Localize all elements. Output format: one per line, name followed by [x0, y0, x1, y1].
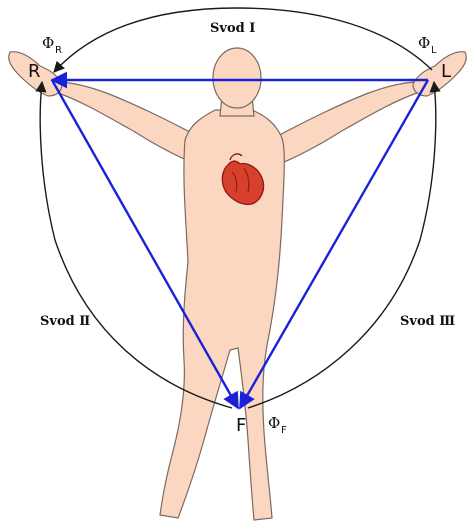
- human-body: [8, 47, 467, 521]
- lead-1-arc: [53, 7, 433, 73]
- lead-3-arc: [247, 80, 441, 409]
- lead-2-arc: [35, 80, 233, 409]
- lead-2-label: Svod Ⅱ: [40, 314, 90, 329]
- head: [212, 47, 262, 109]
- triangle-left-side: [50, 79, 240, 410]
- triangle-right-side: [238, 79, 430, 410]
- lead-1-label: Svod Ⅰ: [210, 21, 255, 36]
- potential-foot-symbol: Φ: [268, 414, 280, 432]
- heart-icon: [221, 153, 265, 206]
- potential-left-symbol: Φ: [418, 34, 430, 52]
- einthoven-triangle: [50, 71, 430, 410]
- potential-foot-sub: F: [281, 425, 287, 436]
- electrode-foot: F: [236, 415, 246, 436]
- electrode-left-arm: L: [441, 61, 451, 82]
- left-hand: [412, 51, 467, 97]
- potential-right-symbol: Φ: [42, 34, 54, 52]
- potential-left-sub: L: [431, 45, 437, 56]
- lead-arcs: [35, 7, 441, 409]
- lead-3-label: Svod Ⅲ: [400, 314, 455, 329]
- torso-and-legs: [159, 109, 285, 521]
- potential-right-sub: R: [55, 45, 62, 56]
- left-arm: [269, 81, 421, 169]
- electrode-right-arm: R: [28, 61, 41, 82]
